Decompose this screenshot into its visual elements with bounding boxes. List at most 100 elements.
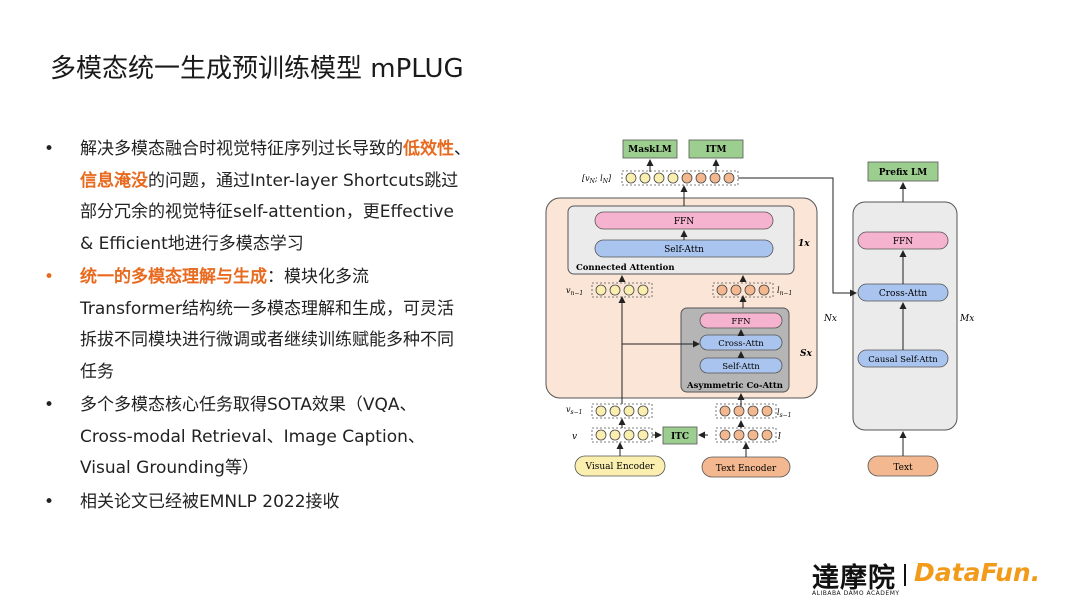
ffn-label-3: FFN	[893, 237, 913, 247]
bullet-dot: •	[43, 267, 55, 287]
causal-self-attn-label: Causal Self-Attn	[868, 355, 938, 365]
token-circle	[719, 405, 731, 417]
label-ln1: ln−1	[777, 286, 792, 297]
label-l: l	[778, 432, 781, 442]
repeat-mx-label: Mx	[959, 314, 974, 324]
label-v: v	[566, 405, 571, 414]
text-span: 解决多模态融合时视觉特征序列过长导致的	[80, 139, 403, 159]
masklm-label: MaskLM	[628, 145, 671, 155]
ffn-block	[594, 211, 774, 230]
cross-attn-label-2: Cross-Attn	[879, 289, 927, 299]
itm-box	[688, 139, 744, 159]
token-circle	[747, 405, 759, 417]
bullet-line: 相关论文已经被EMNLP 2022接收	[80, 491, 340, 512]
token-circle	[623, 284, 635, 296]
subscript-n: N	[602, 178, 609, 185]
token-circle	[744, 284, 756, 296]
mplug-architecture-diagram: FFN Self-Attn Connected Attention 1x FFN…	[545, 139, 974, 478]
token-circle	[667, 172, 679, 184]
highlight-text: 统一的多模态理解与生成	[80, 267, 267, 287]
masklm-box	[622, 139, 678, 159]
bullet-item-2: • 统一的多模态理解与生成：模块化多流 Transformer结构统一多模态理解…	[42, 262, 512, 388]
label-ls1: ls−1	[777, 408, 792, 419]
text-input-label: Text	[893, 463, 913, 473]
token-circle	[719, 429, 731, 441]
repeat-1x-label: 1x	[798, 239, 810, 249]
token-circle	[609, 284, 621, 296]
token-circle	[733, 405, 745, 417]
highlight-text: 信息淹没	[80, 170, 148, 191]
cross-attn-label: Cross-Attn	[718, 339, 764, 349]
token-circle	[709, 172, 721, 184]
label-l: l	[777, 408, 780, 417]
logo-area: 達摩院 ALIBABA DAMO ACADEMY DataFun.	[812, 556, 1052, 600]
text-span: ：模块化多流	[267, 267, 369, 287]
prefix-lm-box	[867, 161, 939, 182]
label-close: ]	[607, 174, 612, 183]
token-circle	[637, 284, 649, 296]
label-v: v	[572, 432, 577, 442]
token-circle	[609, 429, 621, 441]
self-attn-label-2: Self-Attn	[722, 362, 760, 372]
bullet-item-1: • 解决多模态融合时视觉特征序列过长导致的低效性、 信息淹没的问题，通过Inte…	[42, 134, 512, 260]
subscript-s-1: s−1	[780, 412, 792, 419]
token-circle	[623, 405, 635, 417]
bullet-line: 任务	[80, 361, 114, 382]
token-group	[621, 170, 739, 186]
bullet-line: 拆拔不同模块进行微调或者继续训练赋能多种不同	[80, 330, 454, 350]
token-circle	[761, 405, 773, 417]
bullet-line: 统一的多模态理解与生成：模块化多流	[80, 262, 512, 294]
token-circle	[637, 429, 649, 441]
bullet-line: & Efficient地进行多模态学习	[80, 233, 304, 254]
repeat-nx-label: Nx	[823, 314, 837, 324]
slide-title: 多模态统一生成预训练模型 mPLUG	[50, 54, 464, 84]
token-circle	[623, 429, 635, 441]
label-l: l	[777, 286, 780, 295]
bullet-line: Transformer结构统一多模态理解和生成，可灵活	[80, 298, 455, 319]
self-attn-label: Self-Attn	[664, 245, 704, 255]
ffn-label-2: FFN	[731, 317, 751, 327]
label-vn1: vn−1	[566, 286, 583, 297]
connected-attention-label: Connected Attention	[576, 263, 675, 273]
repeat-sx-label: Sx	[800, 349, 812, 359]
label-v: v	[566, 286, 571, 295]
label-vs1: vs−1	[566, 405, 582, 416]
token-circle	[733, 429, 745, 441]
token-rows	[591, 170, 777, 443]
bullet-line: 部分冗余的视觉特征self-attention，更Effective	[80, 202, 454, 222]
highlight-text: 低效性	[403, 139, 454, 159]
label-sep: ; l	[594, 174, 603, 183]
token-circle	[681, 172, 693, 184]
asymmetric-co-attn-label: Asymmetric Co-Attn	[686, 381, 783, 391]
ffn-block-3	[857, 231, 949, 250]
bullet-line: Visual Grounding等）	[80, 458, 259, 478]
token-circle	[595, 405, 607, 417]
bullet-line: Cross-modal Retrieval、Image Caption、	[80, 426, 425, 447]
bullet-list: • 解决多模态融合时视觉特征序列过长导致的低效性、 信息淹没的问题，通过Inte…	[42, 134, 512, 520]
bullet-line: 解决多模态融合时视觉特征序列过长导致的低效性、	[80, 134, 512, 166]
subscript-n-1: n−1	[571, 290, 584, 297]
token-circle	[716, 284, 728, 296]
token-circle	[595, 284, 607, 296]
token-circle	[625, 172, 637, 184]
bullet-item-3: • 多个多模态核心任务取得SOTA效果（VQA、 Cross-modal Ret…	[42, 390, 512, 485]
text-encoder-label: Text Encoder	[716, 464, 777, 474]
visual-encoder-label: Visual Encoder	[585, 462, 656, 472]
text-span: 、	[454, 139, 471, 159]
logo-divider	[904, 564, 906, 586]
itm-label: ITM	[706, 145, 727, 155]
ffn-block-2	[699, 312, 783, 329]
token-group	[715, 403, 777, 419]
token-circle	[695, 172, 707, 184]
subscript-s-1: s−1	[571, 409, 583, 416]
bullet-dot: •	[43, 139, 55, 159]
alibaba-damo-logo: 達摩院	[812, 563, 896, 594]
token-circle	[747, 429, 759, 441]
diagram-arrows	[616, 159, 907, 457]
datafun-logo: DataFun.	[914, 558, 1041, 587]
token-circle	[639, 172, 651, 184]
token-circle	[723, 172, 735, 184]
token-circle	[730, 284, 742, 296]
decoder-panel	[852, 201, 958, 431]
alibaba-damo-subtitle: ALIBABA DAMO ACADEMY	[812, 590, 900, 597]
